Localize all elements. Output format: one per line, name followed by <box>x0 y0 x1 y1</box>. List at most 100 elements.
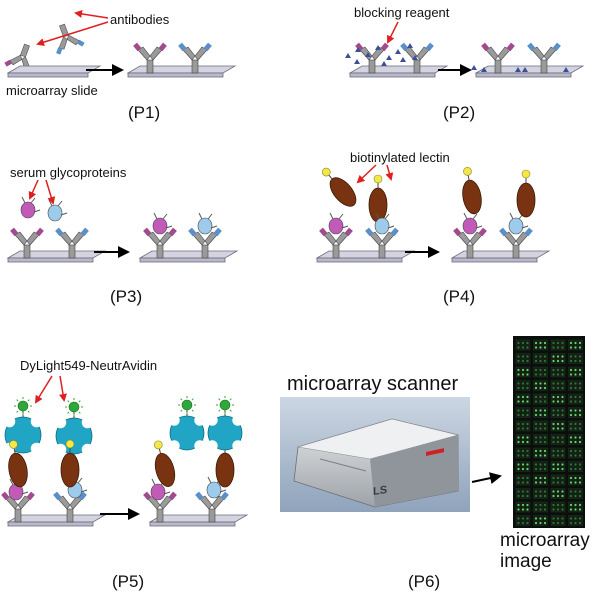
microarray-spot <box>578 494 582 498</box>
dye-ray <box>78 400 81 403</box>
microarray-block <box>550 407 566 418</box>
antibody-icon <box>195 491 229 523</box>
microarray-block <box>550 434 566 445</box>
antibody-icon <box>56 23 85 55</box>
microarray-spot <box>556 494 560 498</box>
antibody-tip-left <box>365 227 374 237</box>
microarray-block <box>550 366 566 378</box>
panel-label-p3: (P3) <box>110 287 143 306</box>
microarray-spot <box>543 386 547 390</box>
antibody-arm-right <box>194 46 208 61</box>
microarray-spot <box>526 386 529 390</box>
antibody-arm-right <box>469 231 483 246</box>
microarray-spot <box>578 481 582 484</box>
blocking-reagent-particle <box>386 55 392 60</box>
microarray-spot <box>574 440 577 444</box>
antibody-arm-right <box>26 231 40 246</box>
microarray-spot <box>578 476 582 480</box>
microarray-spot <box>517 449 520 453</box>
microarray-spot <box>556 449 560 453</box>
microarray-spot <box>561 355 564 358</box>
captured-glycoprotein <box>150 478 171 501</box>
microarray-spot <box>569 521 573 525</box>
microarray-spot <box>534 386 538 390</box>
glycan-chain <box>80 489 88 493</box>
microarray-spot <box>552 476 555 480</box>
antibody-tip-right <box>168 491 177 501</box>
microarray-spot <box>556 386 560 390</box>
microarray-spot <box>543 467 547 471</box>
biotin-dot <box>463 167 472 176</box>
microarray-spot <box>569 449 573 453</box>
microarray-spot <box>526 449 529 453</box>
microarray-spot <box>569 341 573 345</box>
microarray-spot <box>539 395 542 399</box>
microarray-spot <box>574 494 577 498</box>
microarray-spot <box>578 409 582 412</box>
microarray-spot <box>526 422 529 426</box>
blocking-reagent-particle <box>412 55 418 60</box>
antibody-arm-right <box>58 36 68 50</box>
blocking-reagent-label: blocking reagent <box>354 5 450 20</box>
microarray-spot <box>539 413 542 417</box>
avidin-pocket <box>168 414 180 426</box>
microarray-spot <box>521 503 525 507</box>
microarray-spot <box>543 413 547 417</box>
microarray-spot <box>569 427 573 430</box>
antibody-icon <box>53 491 87 523</box>
microarray-spot <box>534 449 538 453</box>
microarray-spot <box>574 386 577 390</box>
microarray-spot <box>569 503 573 507</box>
microarray-spot <box>539 386 542 390</box>
microarray-spot <box>578 521 582 525</box>
microarray-spot <box>517 382 520 385</box>
antibody-tip-right <box>425 42 434 52</box>
microarray-spot <box>521 373 525 376</box>
microarray-spot <box>561 422 564 426</box>
microarray-spot <box>539 476 542 480</box>
microarray-spot <box>574 454 577 457</box>
microarray-spot <box>569 454 573 457</box>
microarray-spot <box>561 463 564 466</box>
microarray-spot <box>569 355 573 358</box>
antibody-arm-left <box>369 231 383 246</box>
microarray-slide <box>315 250 416 263</box>
microarray-spot <box>561 503 564 507</box>
microarray-block <box>533 488 548 499</box>
microarray-spot <box>517 409 520 412</box>
microarray-spot <box>539 436 542 439</box>
antibody-stem <box>413 59 421 74</box>
microarray-spot <box>578 341 582 345</box>
microarray-spot <box>556 409 560 412</box>
microarray-block <box>515 461 531 472</box>
slide-edge <box>139 257 226 263</box>
microarray-spot <box>574 490 577 493</box>
slide-top <box>450 250 551 259</box>
microarray-spot <box>539 373 542 376</box>
microarray-spot <box>569 346 573 349</box>
slide-edge <box>127 72 224 78</box>
microarray-spot <box>521 386 525 390</box>
microarray-spot <box>521 481 525 484</box>
microarray-spot <box>534 368 538 372</box>
microarray-spot <box>539 467 542 471</box>
microarray-spot <box>539 521 542 525</box>
biotinylated-lectin-label: biotinylated lectin <box>350 150 450 165</box>
antibody-stem <box>14 508 22 523</box>
antibody-tip-right <box>35 227 44 237</box>
microarray-spot <box>526 463 529 466</box>
microarray-spot <box>561 359 564 363</box>
avidin-pocket <box>194 414 206 426</box>
glycan-chain <box>163 491 171 495</box>
microarray-spot <box>556 521 560 525</box>
microarray-block <box>515 353 531 364</box>
microarray-spot <box>561 368 564 372</box>
microarray-block <box>533 501 548 513</box>
antibody-stem <box>201 244 209 259</box>
microarray-block <box>550 420 566 432</box>
microarray-block <box>550 461 566 472</box>
microarray-spot <box>521 490 525 493</box>
antibody-tip-right <box>506 42 515 52</box>
microarray-spot <box>517 422 520 426</box>
antibody-arm-right <box>71 231 85 246</box>
